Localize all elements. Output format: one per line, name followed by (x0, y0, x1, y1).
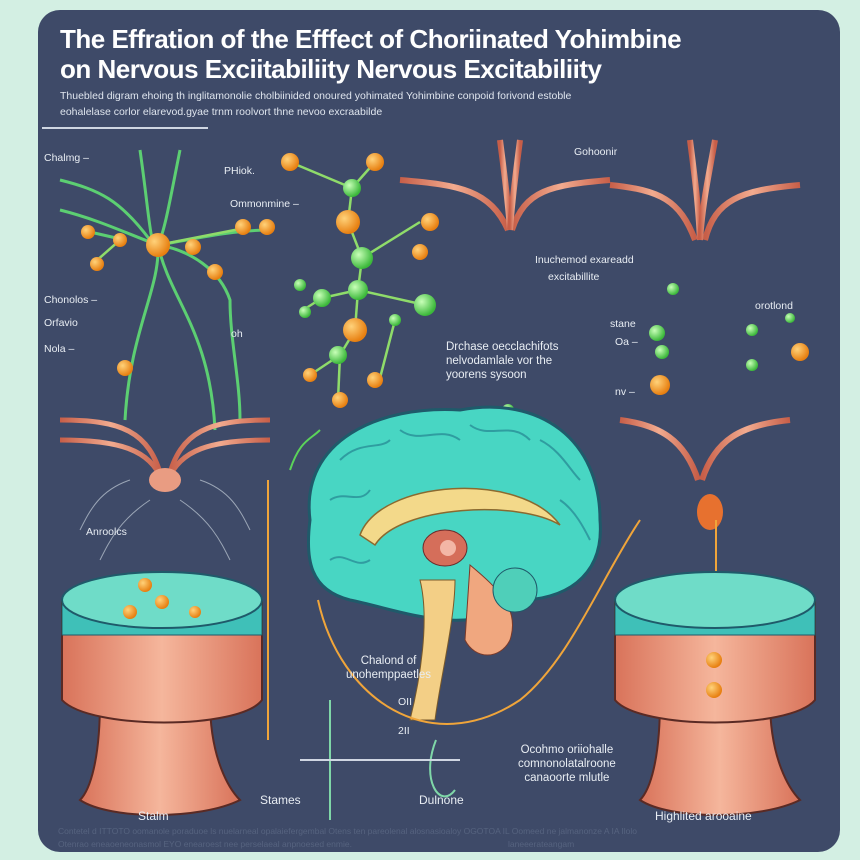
nerve-terminal (697, 494, 723, 530)
label-ocohmo-line3: canaoorte mlutle (524, 772, 610, 784)
footer-line-3: laneeerateangam (508, 839, 575, 849)
label-orfavio: Orfavio (44, 317, 78, 329)
right-cylinder (614, 571, 816, 816)
label-ommonmine: Ommonmine – (230, 198, 299, 210)
label-inductored: Inuchemod exareadd (535, 254, 634, 266)
label-anroolcs: Anroolcs (86, 526, 127, 538)
label-oii: OII (398, 696, 413, 708)
label-orotlond: orotlond (755, 300, 793, 312)
label-dulnone: Dulnone (419, 793, 464, 807)
label-chalond-line2: unohemppaetles (346, 669, 432, 681)
label-stalm: Stalm (138, 809, 169, 823)
label-phiok: PHiok. (224, 165, 255, 177)
label-decrease: Drchase oecclachifots nelvodamlale vor t… (446, 340, 559, 382)
subtitle-line-1: Thuebled digram ehoing th inglitamonolie… (60, 90, 572, 102)
label-gohoonir: Gohoonir (574, 146, 618, 158)
footer-line-2: Otenrao eneaoeneonasmol EYO enearoest ne… (58, 839, 352, 849)
label-nola: Nola – (44, 343, 75, 355)
label-ocohmo-line1: Ocohmo oriiohalle (520, 744, 614, 756)
title-line-2: on Nervous Exciitabiliity Nervous Excita… (60, 54, 602, 84)
brain (306, 405, 602, 721)
label-oh: oh (231, 328, 243, 340)
footer-line-1: Contetel d ITTOTO oomanole poraduoe ls n… (58, 826, 637, 836)
nerve-roots (79, 479, 251, 561)
orange-atoms (81, 153, 809, 437)
label-chalond-line1: Chalond of (360, 655, 417, 667)
diagram-panel: The Effration of the Efffect of Choriina… (38, 10, 840, 852)
label-decrease-line2: nelvodamlale vor the (446, 355, 553, 367)
label-excitability: excitabillite (548, 271, 600, 283)
label-nv: nv – (615, 386, 635, 398)
left-cylinder (61, 571, 263, 816)
label-oa: Oa – (615, 336, 638, 348)
left-neuron (59, 149, 271, 431)
label-chalmg: Chalmg – (44, 152, 89, 164)
label-decrease-line3: yoorens sysoon (446, 369, 527, 381)
label-highlited: Highlited arooaine (655, 809, 752, 823)
subtitle-line-2: eohalelase corlor elarevod.gyae trnm roo… (60, 106, 383, 118)
label-decrease-line1: Drchase oecclachifots (446, 341, 559, 353)
label-stames: Stames (260, 793, 301, 807)
label-chonolos: Chonolos – (44, 294, 98, 306)
label-ocohmo: Ocohmo oriiohalle comnonolatalroone cana… (518, 743, 616, 785)
label-chalond: Chalond of unohemppaetles (346, 654, 431, 682)
nerve-node (149, 468, 181, 492)
label-2ii: 2II (398, 725, 410, 737)
illustration (42, 127, 816, 820)
label-stane: stane (610, 318, 636, 330)
right-nerves (399, 139, 801, 500)
label-ocohmo-line2: comnonolatalroone (518, 758, 616, 770)
title-line-1: The Effration of the Efffect of Choriina… (60, 24, 682, 54)
